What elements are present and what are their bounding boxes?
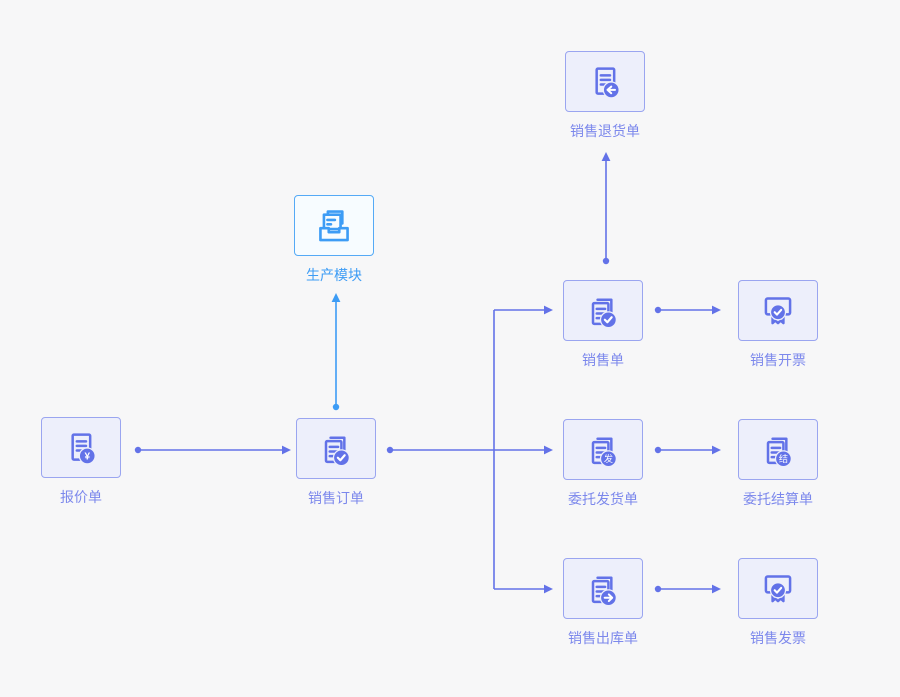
documents-settle-icon: 结 <box>766 437 792 467</box>
sales-invoice-box[interactable] <box>738 558 818 619</box>
node-label-sales-invoice: 销售发票 <box>750 630 806 646</box>
receipt-check-icon <box>764 574 792 602</box>
document-yuan-icon: ¥ <box>71 432 96 464</box>
node-sales-order[interactable]: 销售订单 <box>296 418 376 506</box>
yuan-badge-glyph: ¥ <box>84 451 90 462</box>
sales-slip-box[interactable] <box>563 280 643 341</box>
edge-quotation-sales-order <box>134 445 291 455</box>
node-sales-invoicing[interactable]: 销售开票 <box>738 280 818 368</box>
settle-badge-glyph: 结 <box>779 452 788 463</box>
inbox-documents-icon <box>319 209 349 241</box>
documents-check-icon <box>591 298 617 328</box>
node-label-sales-slip: 销售单 <box>582 352 624 368</box>
documents-dispatch-icon: 发 <box>591 437 617 467</box>
node-sales-outbound[interactable]: 销售出库单 <box>563 558 643 646</box>
node-quotation[interactable]: ¥ 报价单 <box>41 417 121 505</box>
node-consignment-settlement[interactable]: 结 委托结算单 <box>738 419 818 507</box>
quotation-box[interactable]: ¥ <box>41 417 121 478</box>
consignment-settlement-box[interactable]: 结 <box>738 419 818 480</box>
node-label-consignment-delivery: 委托发货单 <box>568 491 638 507</box>
document-return-icon <box>595 66 620 98</box>
node-label-sales-invoicing: 销售开票 <box>750 352 806 368</box>
node-label-consignment-settlement: 委托结算单 <box>743 491 813 507</box>
edge-sales-order-branch <box>386 305 553 594</box>
edge-consignment-delivery-settlement <box>654 445 721 455</box>
node-sales-return[interactable]: 销售退货单 <box>565 51 645 139</box>
node-label-sales-outbound: 销售出库单 <box>568 630 638 646</box>
sales-order-box[interactable] <box>296 418 376 479</box>
node-consignment-delivery[interactable]: 发 委托发货单 <box>563 419 643 507</box>
production-module-box[interactable] <box>294 195 374 256</box>
node-sales-slip[interactable]: 销售单 <box>563 280 643 368</box>
receipt-check-icon <box>764 296 792 324</box>
node-label-sales-order: 销售订单 <box>308 490 364 506</box>
node-label-production-module: 生产模块 <box>306 267 362 283</box>
sales-return-box[interactable] <box>565 51 645 112</box>
edge-sales-outbound-sales-invoice <box>654 584 721 594</box>
node-label-quotation: 报价单 <box>60 489 102 505</box>
edge-sales-slip-sales-return <box>601 152 611 265</box>
edge-sales-order-production-module <box>331 293 341 411</box>
dispatch-badge-glyph: 发 <box>604 452 613 463</box>
documents-check-icon <box>324 436 350 466</box>
node-sales-invoice[interactable]: 销售发票 <box>738 558 818 646</box>
sales-outbound-box[interactable] <box>563 558 643 619</box>
edge-sales-slip-sales-invoicing <box>654 305 721 315</box>
consignment-delivery-box[interactable]: 发 <box>563 419 643 480</box>
documents-outbound-icon <box>591 576 617 606</box>
node-label-sales-return: 销售退货单 <box>570 123 640 139</box>
node-production-module[interactable]: 生产模块 <box>294 195 374 283</box>
sales-invoicing-box[interactable] <box>738 280 818 341</box>
